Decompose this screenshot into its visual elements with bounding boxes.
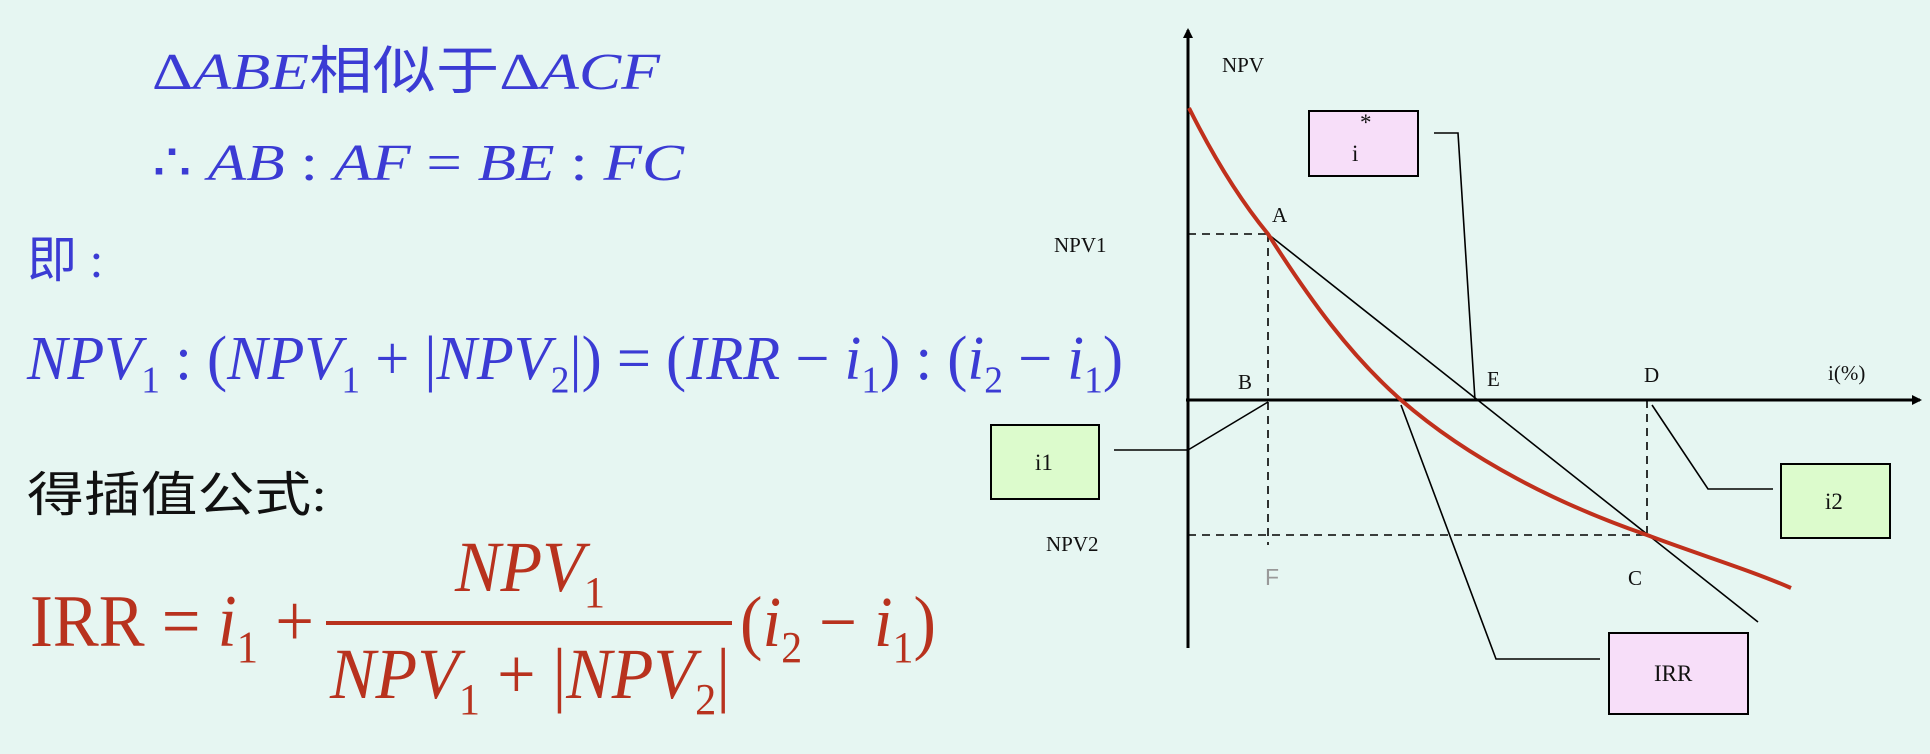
npv-diagram: NPV i(%) NPV1 NPV2 A B E D F C i * i1 i2…	[990, 28, 1922, 715]
irr-formula-tail: (i2 − i1)	[740, 582, 936, 672]
formula-segment: NPV	[436, 325, 557, 393]
formula-segment: : (	[160, 325, 227, 393]
formula-subscript: 1	[341, 360, 360, 402]
formula-subscript: 1	[893, 622, 914, 672]
npv2-label: NPV2	[1046, 532, 1099, 556]
formula-segment: Δ	[499, 44, 540, 101]
formula-segment: i	[845, 325, 862, 393]
i-star-superscript: *	[1360, 110, 1372, 135]
formula-subscript: 2	[695, 674, 716, 724]
formula-subscript: 2	[551, 360, 570, 402]
formula-segment: −	[780, 325, 844, 393]
irr-callout: IRR	[1608, 632, 1749, 715]
formula-segment: )	[914, 582, 936, 662]
formula-segment: NPV	[226, 325, 347, 393]
namely-label: 即 :	[27, 232, 103, 288]
irr-formula-numerator: NPV1	[454, 527, 605, 617]
formula-segment: IRR	[685, 325, 780, 393]
formula-segment: :	[285, 135, 334, 192]
proportion-equation: NPV1 : (NPV1 + |NPV2|) = (IRR − i1) : (i…	[26, 325, 1123, 402]
formula-subscript: 1	[237, 621, 258, 672]
formula-segment: Δ	[152, 44, 193, 101]
irr-text: IRR	[1654, 661, 1693, 686]
irr-leader	[1400, 404, 1600, 660]
formula-subscript: 1	[141, 360, 160, 402]
formula-segment: ACF	[537, 44, 662, 101]
irr-formula-denominator: NPV1 + |NPV2|	[329, 634, 730, 724]
chord-a-e	[1267, 233, 1759, 623]
formula-segment: i	[218, 581, 237, 663]
i1-callout: i1	[990, 424, 1100, 500]
i1-text: i1	[1035, 450, 1053, 475]
formula-segment: NPV	[26, 325, 147, 393]
x-axis-label: i(%)	[1828, 361, 1865, 385]
formula-segment: AF	[330, 135, 412, 192]
i-star-text: i	[1352, 141, 1358, 166]
formula-subscript: 2	[781, 622, 802, 672]
formula-subscript: 1	[1084, 360, 1103, 402]
formula-segment: 得插值公式:	[27, 469, 327, 522]
formula-segment: i	[874, 582, 893, 662]
formula-segment: |	[716, 634, 730, 714]
i2-callout: i2	[1780, 463, 1891, 539]
point-b-label: B	[1238, 370, 1252, 394]
formula-segment: 即 :	[27, 232, 103, 288]
npv1-label: NPV1	[1054, 233, 1107, 257]
point-f-label: F	[1265, 564, 1279, 590]
formula-segment: −	[802, 582, 874, 662]
formula-segment: + |	[480, 634, 566, 714]
formula-segment: :	[555, 135, 604, 192]
formula-segment: IRR	[30, 581, 145, 663]
formula-segment: NPV	[565, 634, 701, 714]
formula-segment: ) : (	[880, 325, 967, 393]
formula-segment: =	[145, 581, 218, 663]
formula-segment: NPV	[329, 634, 465, 714]
formula-subscript: 1	[459, 674, 480, 724]
formula-subscript: 1	[861, 360, 880, 402]
point-a-label: A	[1272, 203, 1288, 227]
formula-segment: BE	[478, 135, 555, 192]
point-e-label: E	[1487, 367, 1500, 391]
npv-curve	[1187, 107, 1792, 590]
formula-subscript: 2	[984, 360, 1003, 402]
formula-segment: ∴	[152, 135, 208, 192]
formula-segment: NPV	[454, 527, 590, 607]
formula-segment: FC	[602, 135, 685, 192]
formula-segment: ABE	[189, 44, 309, 101]
formula-segment: =	[411, 135, 478, 192]
irr-formula-lhs: IRR = i1 +	[30, 581, 314, 672]
formula-segment: AB	[204, 135, 285, 192]
i-star-leader	[1434, 132, 1476, 401]
formula-segment: i	[967, 325, 984, 393]
formula-segment: + |	[360, 325, 436, 393]
formula-segment: 相似于	[309, 44, 499, 101]
formula-segment: −	[1003, 325, 1067, 393]
y-axis-label: NPV	[1222, 53, 1264, 77]
formula-segment: (	[740, 582, 762, 662]
i-star-callout: i *	[1308, 110, 1419, 177]
point-d-label: D	[1644, 363, 1659, 387]
formula-segment: +	[258, 581, 314, 663]
ratio-statement: ∴ AB : AF = BE : FC	[152, 135, 686, 192]
formula-segment: i	[1067, 325, 1084, 393]
formula-segment: |) = (	[569, 325, 686, 393]
interpolation-formula-label: 得插值公式:	[27, 469, 327, 522]
irr-formula: IRR = i1 + NPV1 NPV1 + |NPV2| (i2 − i1)	[30, 527, 936, 724]
i2-leader	[1651, 404, 1773, 490]
point-c-label: C	[1628, 566, 1642, 590]
formula-segment: i	[762, 582, 781, 662]
i2-text: i2	[1825, 489, 1843, 514]
i1-leader	[1114, 401, 1269, 451]
formula-segment: )	[1103, 325, 1123, 393]
formula-subscript: 1	[584, 567, 605, 617]
